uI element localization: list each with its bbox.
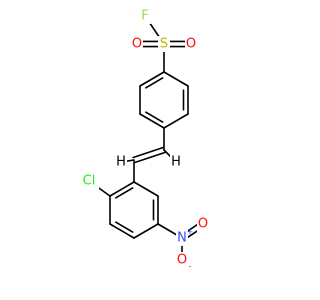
atom-bg-n [176, 230, 188, 246]
atom-bg-o3 [176, 252, 188, 268]
atom-bg-f [139, 8, 151, 24]
charge-o3: - [189, 262, 192, 271]
bond-vinyl-double-1 [132, 146, 164, 159]
atom-label-n: N [177, 231, 187, 246]
charge-n: + [187, 228, 194, 237]
atom-label-o1: O [132, 37, 142, 52]
bond-a1-a2 [163, 71, 189, 87]
atom-bg-s [158, 36, 170, 52]
atom-bg-o2 [185, 36, 197, 52]
atom-label-h1: H [171, 155, 181, 170]
atom-bg-o1 [131, 36, 143, 52]
atom-bg-cl [79, 173, 99, 189]
atom-bg-h1 [170, 154, 182, 170]
atom-label-h2: H [116, 155, 126, 170]
atom-label-s: S [160, 37, 168, 52]
bond-b3-b4 [109, 223, 135, 239]
bond-a6-a1-inner [145, 77, 164, 89]
bond-vinyl-double-2 [134, 151, 166, 164]
atom-label-cl: Cl [83, 174, 96, 189]
atom-label-f: F [141, 9, 148, 24]
bond-b4-b5 [133, 223, 159, 239]
atom-label-o3: O [177, 253, 187, 268]
atom-bg-o4 [197, 216, 209, 232]
atom-bg-h2 [115, 154, 127, 170]
bond-layer [88, 15, 206, 261]
bond-a4-a5-inner [145, 111, 164, 123]
bond-b1-b2 [109, 181, 135, 197]
bond-a3-a4 [163, 113, 189, 129]
bond-b6-b1 [133, 181, 159, 197]
atom-label-o4: O [198, 217, 208, 232]
atom-label-o2: O [186, 37, 196, 52]
bond-a6-a1 [139, 71, 165, 87]
bond-b1-b2-inner [115, 187, 134, 199]
bond-a4-a5 [139, 113, 165, 129]
bond-b3-b4-inner [115, 221, 134, 233]
